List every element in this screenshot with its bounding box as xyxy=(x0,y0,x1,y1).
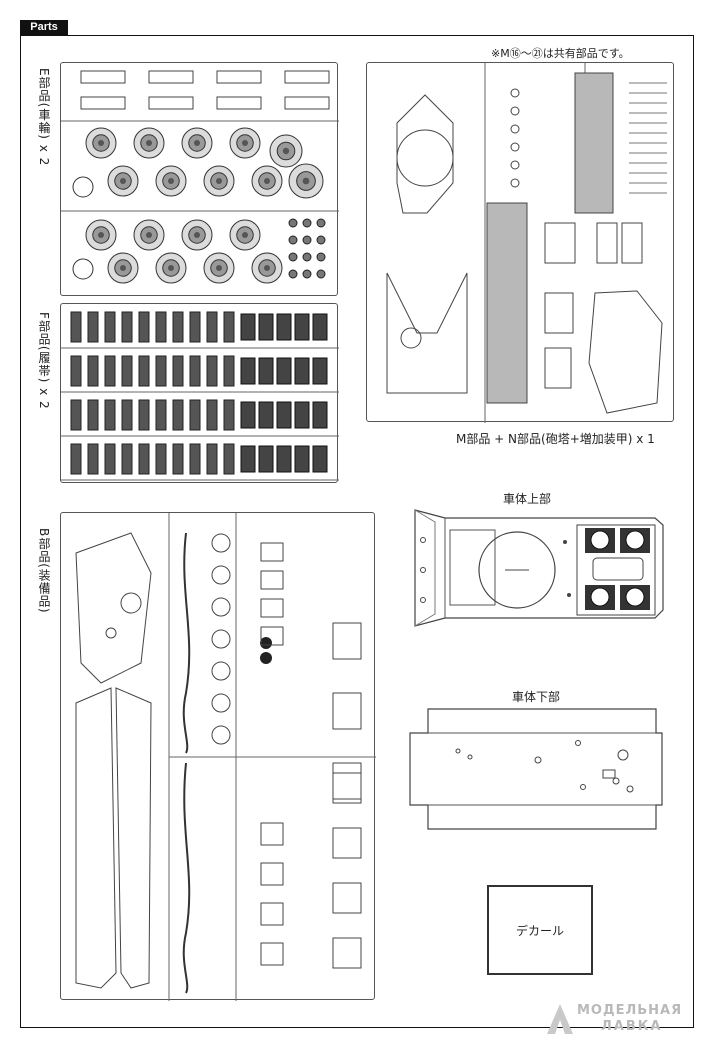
e-sprue-label: E部品(車輪) x 2 xyxy=(37,68,51,167)
f-sprue-frame xyxy=(60,303,339,483)
page-frame xyxy=(20,35,694,1028)
decal-label: デカール xyxy=(515,923,564,938)
watermark-line2: ЛАВКА xyxy=(601,1019,663,1034)
hull-lower-label: 車体下部 xyxy=(512,690,561,704)
mn-sprue-frame xyxy=(366,62,674,423)
e-sprue-drawing xyxy=(61,70,339,284)
f-sprue-label: F部品(履帯) x 2 xyxy=(37,312,51,410)
model-shop-logo-icon xyxy=(547,1004,573,1034)
decal-box: デカール xyxy=(487,885,593,975)
hull-upper-drawing xyxy=(414,509,664,627)
watermark: МОДЕЛЬНАЯ ЛАВКА xyxy=(545,1000,705,1040)
shared-parts-note: ※M⑯～㉑は共有部品です。 xyxy=(491,47,630,60)
hull-upper-label: 車体上部 xyxy=(503,492,552,506)
parts-tag: Parts xyxy=(20,20,68,35)
watermark-line1: МОДЕЛЬНАЯ xyxy=(577,1003,683,1018)
hull-lower-drawing xyxy=(409,708,663,830)
mn-sprue-caption: M部品 + N部品(砲塔+増加装甲) x 1 xyxy=(456,432,655,446)
mn-sprue-drawing xyxy=(386,63,667,423)
f-sprue-drawing xyxy=(61,311,339,481)
b-sprue-label: B部品(装備品) xyxy=(37,528,51,614)
b-sprue-frame xyxy=(60,512,376,1001)
e-sprue-frame xyxy=(60,62,339,296)
b-sprue-drawing xyxy=(75,513,376,1001)
